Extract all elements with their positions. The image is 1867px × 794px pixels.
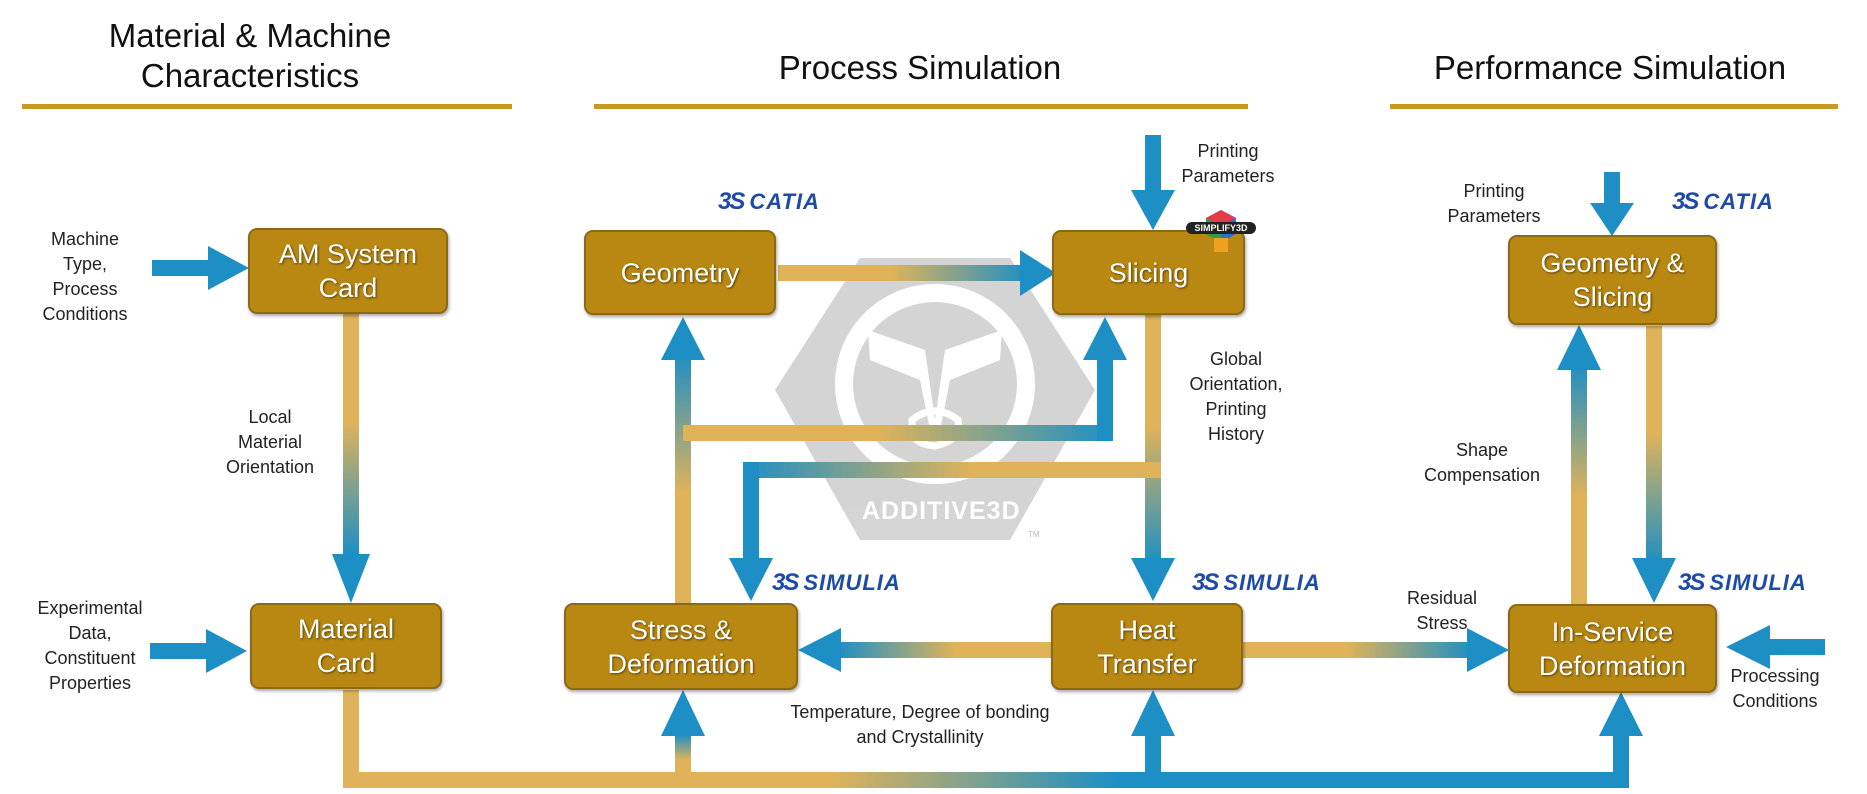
arrowhead-bus-to-heat (1131, 690, 1175, 736)
simplify3d-icon (1186, 210, 1256, 252)
label-printing-parameters-performance: Printing Parameters (1447, 181, 1541, 226)
arrowhead-to-material-card (332, 554, 370, 603)
connector-am-to-material (343, 314, 359, 554)
header-rule-process (594, 104, 1248, 109)
material-card-box: Material Card (250, 603, 442, 689)
label-experimental-data: Experimental Data, Constituent Propertie… (37, 598, 143, 693)
label-processing-conditions: Processing Conditions (1730, 666, 1820, 711)
label-global-orientation: Global Orientation, Printing History (1189, 349, 1283, 444)
arrowhead-bus-to-stress (661, 690, 705, 736)
arrowhead-bus-to-inservice (1599, 692, 1643, 736)
watermark-tm: TM (1028, 530, 1040, 539)
geometry-slicing-box: Geometry & Slicing (1508, 235, 1717, 325)
stress-deformation-box: Stress & Deformation (564, 603, 798, 690)
watermark-text: ADDITIVE3D (862, 497, 1021, 525)
arrow-machine-type (152, 260, 212, 276)
geometry-box: Geometry (584, 230, 776, 315)
header-process-simulation: Process Simulation (778, 49, 1062, 86)
connector-slicing-to-heat (1145, 314, 1161, 564)
connector-slicing-to-stress (743, 462, 1161, 478)
connector-heat-to-inservice (1243, 642, 1473, 658)
simplify3d-logo: SIMPLIFY3D (1184, 208, 1258, 258)
am-system-card-box: AM System Card (248, 228, 448, 314)
label-temperature-bonding: Temperature, Degree of bonding and Cryst… (790, 702, 1050, 747)
label-machine-type: Machine Type, Process Conditions (42, 229, 128, 324)
heat-transfer-box: Heat Transfer (1051, 603, 1243, 690)
arrow-processing-conditions (1765, 639, 1825, 655)
arrow-printing-params-performance (1604, 172, 1620, 208)
connector-geomslicing-to-inservice (1646, 326, 1662, 564)
connector-heat-to-stress (837, 642, 1054, 658)
label-local-material-orientation: Local Material Orientation (225, 407, 315, 477)
header-performance-simulation: Performance Simulation (1433, 49, 1787, 86)
header-rule-performance (1390, 104, 1838, 109)
in-service-deformation-box: In-Service Deformation (1508, 604, 1717, 693)
label-shape-compensation: Shape Compensation (1423, 440, 1541, 485)
arrow-printing-params-process (1145, 135, 1161, 195)
label-printing-parameters-process: Printing Parameters (1181, 141, 1275, 186)
slicing-box: Slicing (1052, 230, 1245, 315)
bottom-bus (343, 772, 1629, 788)
connector-shape-compensation (1571, 365, 1587, 605)
arrow-experimental (150, 643, 210, 659)
label-residual-stress: Residual Stress (1406, 588, 1478, 633)
connector-material-down (343, 690, 359, 788)
connector-geometry-to-slicing (778, 265, 1028, 281)
connector-stress-to-slicing (683, 425, 1113, 441)
header-rule-material (22, 104, 512, 109)
header-material-machine: Material & Machine Characteristics (108, 17, 392, 94)
connector-stress-to-geometry (675, 355, 691, 605)
